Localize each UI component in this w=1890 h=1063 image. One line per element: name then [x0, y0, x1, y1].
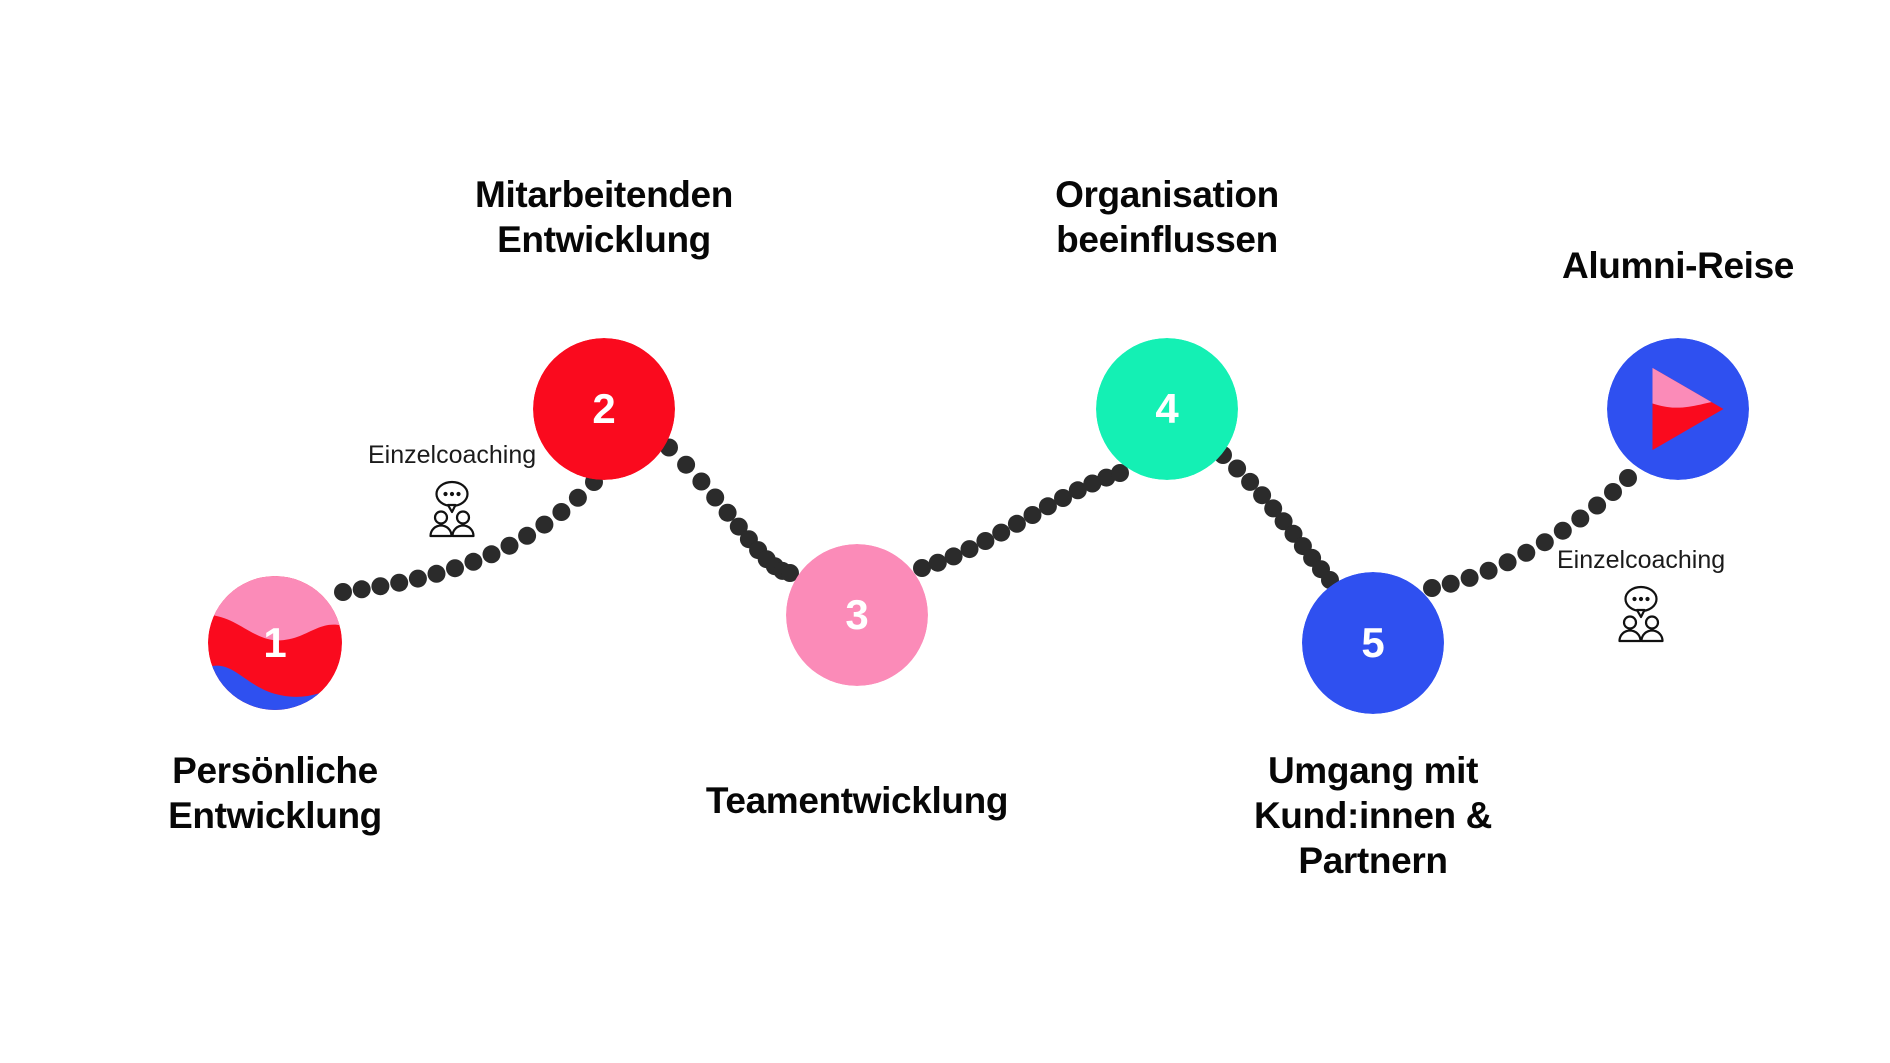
step-fill-2: [533, 338, 675, 480]
path-dot: [944, 547, 963, 566]
path-dot: [518, 526, 537, 545]
path-dot: [781, 564, 799, 582]
path-dot: [1535, 533, 1554, 552]
path-dot: [1284, 524, 1303, 543]
path-dot: [1054, 489, 1072, 507]
path-dot: [1441, 574, 1460, 593]
path-dot: [1068, 481, 1087, 500]
step-circle-2[interactable]: 2: [533, 338, 675, 480]
step-title-3: Teamentwicklung: [705, 780, 1009, 821]
step-title-5: Umgang mit Kund:innen & Partnern: [1253, 750, 1493, 882]
path-dot: [913, 559, 931, 577]
step-title-6: Alumni-Reise: [1562, 245, 1794, 286]
step-title-2: Mitarbeitenden Entwicklung: [475, 174, 733, 261]
step-circle-5[interactable]: 5: [1302, 572, 1444, 714]
path-dot: [1588, 496, 1607, 515]
step-number-5: 5: [1361, 619, 1385, 666]
path-dot: [992, 523, 1011, 542]
path-dot: [1423, 579, 1441, 597]
dotted-connectors: [334, 421, 1637, 601]
coaching-icon-wrap: [1610, 585, 1672, 643]
coaching-label: Einzelcoaching: [1557, 546, 1726, 574]
path-dot: [1038, 497, 1057, 516]
path-dot: [1517, 543, 1536, 562]
path-dot: [1241, 472, 1260, 491]
path-dot: [677, 455, 696, 474]
path-dot: [1479, 561, 1498, 580]
path-dot: [692, 472, 711, 491]
coaching-icon-wrap: [421, 480, 483, 538]
coaching-label: Einzelcoaching: [368, 441, 537, 469]
step-number-4: 4: [1155, 385, 1179, 432]
path-dot: [568, 488, 587, 507]
path-dot: [427, 564, 446, 583]
path-dot: [1274, 512, 1293, 531]
path-dot: [1604, 483, 1622, 501]
path-dot: [1498, 553, 1517, 572]
connector-5-to-alumni: [1423, 469, 1637, 597]
step-number-1: 1: [263, 619, 287, 666]
path-dot: [1023, 506, 1042, 524]
step-number-3: 3: [845, 591, 869, 638]
step-circle-4[interactable]: 4: [1096, 338, 1238, 480]
path-dot: [1571, 509, 1590, 528]
step-fill-1: [208, 576, 342, 710]
two-people-speech-bubble-icon: [429, 480, 475, 538]
path-dot: [1619, 469, 1637, 487]
path-dot: [1083, 474, 1102, 493]
step-fill-6: [1607, 338, 1749, 480]
step-fill-3: [786, 544, 928, 686]
path-dot: [729, 517, 748, 536]
step-circle-6[interactable]: [1607, 338, 1749, 480]
path-dot: [334, 583, 352, 601]
step-circle-3[interactable]: 3: [786, 544, 928, 686]
path-dot: [1264, 499, 1283, 518]
path-dot: [552, 503, 571, 521]
path-dot: [371, 577, 390, 596]
two-people-speech-bubble-icon: [1618, 585, 1664, 643]
path-dot: [500, 536, 519, 555]
step-title-4: Organisation beeinflussen: [1055, 174, 1279, 261]
step-title-1: Persönliche Entwicklung: [168, 750, 382, 837]
path-dot: [464, 552, 483, 571]
path-dot: [1553, 521, 1572, 540]
path-dot: [1007, 514, 1026, 533]
path-dot: [1097, 468, 1116, 487]
path-dot: [446, 559, 464, 578]
path-dot: [352, 580, 371, 599]
step-circle-1[interactable]: 1: [208, 576, 342, 710]
path-dot: [1228, 459, 1247, 478]
step-fill-5: [1302, 572, 1444, 714]
path-dot: [535, 515, 554, 534]
path-dot: [1111, 464, 1129, 482]
path-dot: [1253, 486, 1272, 505]
path-dot: [706, 488, 725, 507]
path-dot: [408, 569, 427, 588]
step-fill-4: [1096, 338, 1238, 480]
path-dot: [718, 503, 737, 522]
connector-3-to-4: [913, 464, 1129, 577]
coaching-annotation-1: Einzelcoaching: [368, 440, 536, 538]
path-dot: [1460, 568, 1479, 587]
path-dot: [390, 573, 409, 592]
path-dot: [482, 545, 501, 564]
connector-1-to-2: [334, 473, 603, 601]
path-dot: [960, 540, 979, 559]
step-number-2: 2: [592, 385, 616, 432]
coaching-annotation-2: Einzelcoaching: [1557, 545, 1725, 643]
path-dot: [928, 553, 947, 572]
path-dot: [976, 532, 995, 550]
